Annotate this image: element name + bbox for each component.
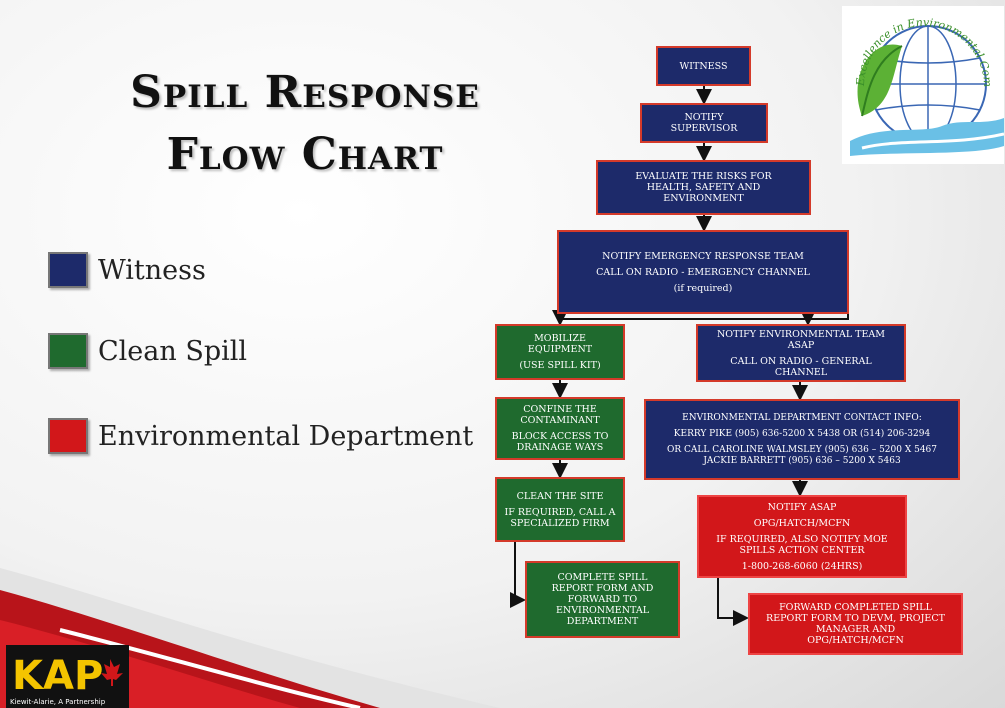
box-line: (USE SPILL KIT) bbox=[519, 360, 601, 371]
box-line: REPORT FORM TO DEVM, PROJECT bbox=[766, 613, 945, 624]
box-line: IF REQUIRED, CALL A bbox=[504, 506, 616, 518]
title-line-2: Flow Chart bbox=[166, 129, 444, 180]
box-line: CONFINE THE bbox=[523, 404, 597, 415]
legend-swatch-red bbox=[48, 418, 88, 454]
notify-environmental-team-box: NOTIFY ENVIRONMENTAL TEAM ASAP CALL ON R… bbox=[696, 324, 906, 382]
box-line: CONTAMINANT bbox=[520, 415, 600, 426]
box-line: EQUIPMENT bbox=[527, 344, 593, 355]
box-line: OPG/HATCH/MCFN bbox=[807, 635, 904, 646]
box-line: COMPLETE SPILL bbox=[557, 572, 648, 583]
box-line: CALL ON RADIO - GENERAL bbox=[730, 355, 872, 367]
legend-label: Environmental Department bbox=[98, 420, 474, 452]
title-line-1: Spill Response bbox=[130, 67, 480, 118]
box-line: CHANNEL bbox=[774, 366, 828, 378]
legend-swatch-green bbox=[48, 333, 88, 369]
box-line: ENVIRONMENT bbox=[663, 193, 744, 204]
mobilize-equipment-box: MOBILIZE EQUIPMENT (USE SPILL KIT) bbox=[495, 324, 625, 380]
box-line: EVALUATE THE RISKS FOR bbox=[635, 171, 772, 182]
legend-item-environmental-department: Environmental Department bbox=[48, 416, 473, 456]
box-line: (if required) bbox=[673, 282, 733, 294]
box-line: ENVIRONMENTAL DEPARTMENT CONTACT INFO: bbox=[682, 412, 922, 423]
box-line: NOTIFY ENVIRONMENTAL TEAM bbox=[716, 328, 886, 340]
box-line: REPORT FORM AND bbox=[551, 583, 654, 594]
environmental-contacts-box: ENVIRONMENTAL DEPARTMENT CONTACT INFO: K… bbox=[644, 399, 960, 480]
notify-emergency-response-box: NOTIFY EMERGENCY RESPONSE TEAM CALL ON R… bbox=[557, 230, 849, 314]
box-line: SPILLS ACTION CENTER bbox=[739, 544, 865, 556]
box-line: ASAP bbox=[787, 339, 815, 351]
box-line: IF REQUIRED, ALSO NOTIFY MOE bbox=[716, 533, 888, 545]
box-line: CALL ON RADIO - EMERGENCY CHANNEL bbox=[596, 266, 810, 278]
box-line: BLOCK ACCESS TO bbox=[511, 431, 609, 442]
forward-report-box: FORWARD COMPLETED SPILL REPORT FORM TO D… bbox=[748, 593, 963, 655]
complete-report-box: COMPLETE SPILL REPORT FORM AND FORWARD T… bbox=[525, 561, 680, 638]
box-line: NOTIFY EMERGENCY RESPONSE TEAM bbox=[602, 250, 804, 262]
kap-logo-tagline: Kiewit-Alarie, A Partnership bbox=[10, 698, 106, 706]
kap-logo: KAP Kiewit-Alarie, A Partnership bbox=[6, 645, 129, 708]
box-line: FORWARD TO bbox=[567, 594, 638, 605]
box-line: CLEAN THE SITE bbox=[516, 490, 604, 502]
box-line: ENVIRONMENTAL bbox=[555, 605, 650, 616]
evaluate-risks-box: EVALUATE THE RISKS FOR HEALTH, SAFETY AN… bbox=[596, 160, 811, 215]
box-line: 1-800-268-6060 (24HRS) bbox=[741, 560, 863, 572]
box-line: SUPERVISOR bbox=[670, 123, 738, 134]
box-line: WITNESS bbox=[679, 60, 728, 72]
notify-asap-box: NOTIFY ASAP OPG/HATCH/MCFN IF REQUIRED, … bbox=[697, 495, 907, 578]
box-line: DRAINAGE WAYS bbox=[516, 442, 604, 453]
box-line: NOTIFY bbox=[684, 112, 724, 123]
clean-site-box: CLEAN THE SITE IF REQUIRED, CALL A SPECI… bbox=[495, 477, 625, 542]
box-line: FORWARD COMPLETED SPILL bbox=[779, 602, 932, 613]
kap-logo-letters: KAP bbox=[12, 653, 103, 699]
box-line: KERRY PIKE (905) 636-5200 X 5438 OR (514… bbox=[673, 428, 931, 439]
legend-swatch-navy bbox=[48, 252, 88, 288]
box-line: HEALTH, SAFETY AND bbox=[646, 182, 761, 193]
box-line: OPG/HATCH/MCFN bbox=[753, 517, 851, 529]
box-line: NOTIFY ASAP bbox=[767, 501, 837, 513]
legend-item-witness: Witness bbox=[48, 250, 206, 290]
confine-contaminant-box: CONFINE THE CONTAMINANT BLOCK ACCESS TO … bbox=[495, 397, 625, 460]
box-line: OR CALL CAROLINE WALMSLEY (905) 636 – 52… bbox=[667, 444, 937, 455]
box-line: JACKIE BARRETT (905) 636 – 5200 X 5463 bbox=[703, 455, 901, 466]
box-line: DEPARTMENT bbox=[566, 616, 639, 627]
page-title: Spill Response Flow Chart bbox=[70, 62, 540, 186]
witness-box: WITNESS bbox=[656, 46, 751, 86]
legend-item-clean-spill: Clean Spill bbox=[48, 331, 247, 371]
box-line: MOBILIZE bbox=[534, 333, 586, 344]
box-line: SPECIALIZED FIRM bbox=[510, 517, 610, 529]
legend-label: Clean Spill bbox=[98, 335, 248, 367]
box-line: MANAGER AND bbox=[815, 624, 896, 635]
environmental-compliance-logo: Excellence in Environmental Compliance bbox=[842, 6, 1004, 164]
legend-label: Witness bbox=[98, 254, 206, 286]
notify-supervisor-box: NOTIFY SUPERVISOR bbox=[640, 103, 768, 143]
